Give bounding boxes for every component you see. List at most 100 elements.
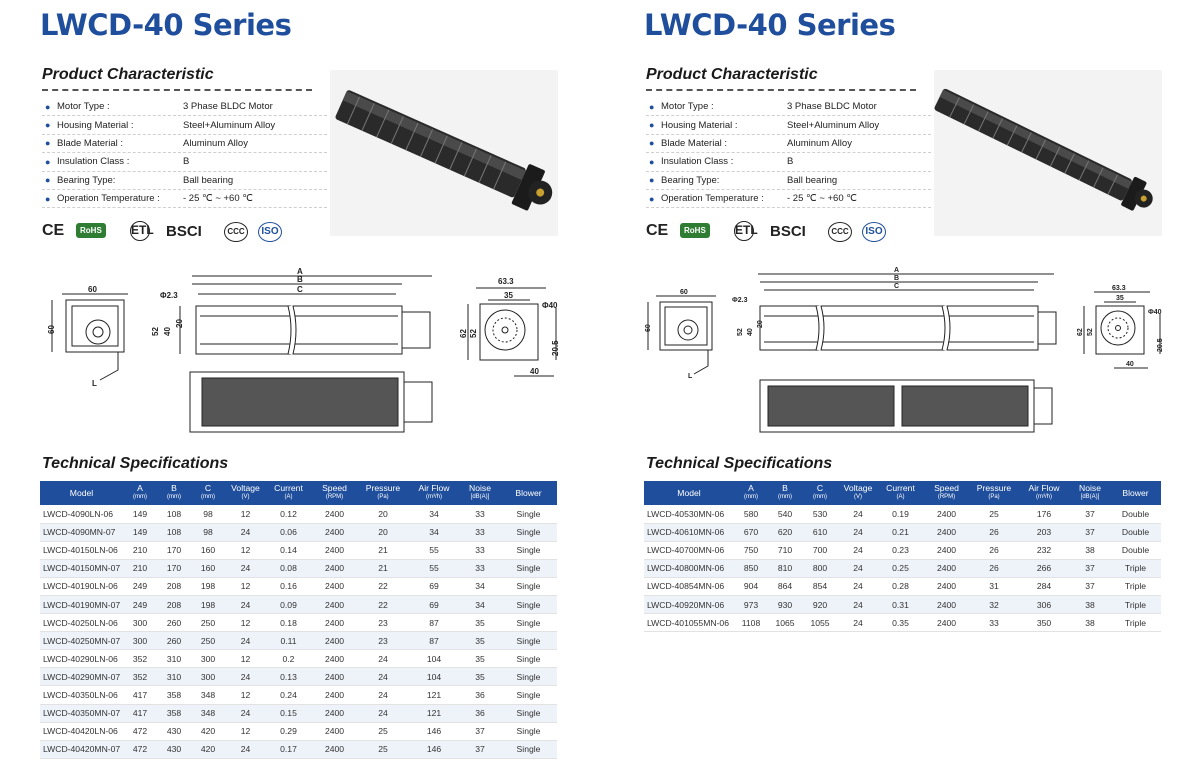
- column-header: Speed(RPM): [311, 481, 358, 505]
- table-cell: 0.19: [878, 505, 923, 524]
- table-cell: 208: [157, 577, 191, 596]
- dim-label: 52: [151, 327, 160, 336]
- table-cell: 260: [157, 631, 191, 651]
- column-header: Pressure(Pa): [970, 481, 1018, 505]
- dim-label: B: [297, 275, 303, 284]
- model-cell: LWCD-40290LN-06: [40, 649, 123, 669]
- char-key: Bearing Type:: [57, 174, 116, 186]
- table-cell: 25: [358, 722, 408, 741]
- table-cell: 420: [191, 740, 225, 759]
- dim-label: 63.3: [498, 277, 514, 286]
- table-cell: 26: [970, 523, 1018, 542]
- dim-label: C: [297, 285, 303, 294]
- table-cell: 610: [802, 523, 838, 542]
- technical-drawings: 60 60 L A B C Φ2.3 52 4: [604, 262, 1200, 442]
- column-header: C(mm): [191, 481, 225, 505]
- char-key: Blade Material :: [661, 137, 728, 149]
- table-cell: 35: [460, 631, 500, 651]
- column-header: Air Flow(m³/h): [408, 481, 460, 505]
- table-cell: 2400: [923, 505, 970, 524]
- table-cell: 800: [802, 559, 838, 578]
- table-cell: 580: [734, 505, 768, 524]
- table-cell: 0.23: [878, 541, 923, 560]
- table-cell: 24: [225, 559, 266, 578]
- table-cell: 35: [460, 649, 500, 669]
- model-cell: LWCD-40250MN-07: [40, 631, 123, 651]
- table-cell: 904: [734, 577, 768, 596]
- table-cell: 2400: [311, 505, 358, 524]
- char-value: Steel+Aluminum Alloy: [183, 119, 276, 131]
- heading-divider: [42, 89, 312, 91]
- table-cell: 24: [838, 559, 878, 578]
- table-cell: 24: [838, 595, 878, 615]
- table-cell: 210: [123, 541, 157, 560]
- model-cell: LWCD-40150MN-07: [40, 559, 123, 578]
- table-cell: Double: [1110, 541, 1161, 560]
- table-cell: 710: [768, 541, 802, 560]
- table-cell: Single: [500, 704, 557, 723]
- ce-mark-icon: CE: [42, 222, 65, 239]
- table-cell: 472: [123, 740, 157, 759]
- dim-label: Φ40: [542, 301, 558, 310]
- table-cell: 540: [768, 505, 802, 524]
- dim-label: Φ2.3: [732, 297, 748, 304]
- model-cell: LWCD-401055MN-06: [644, 613, 734, 633]
- table-cell: 170: [157, 541, 191, 560]
- table-cell: 310: [157, 649, 191, 669]
- table-cell: 2400: [311, 667, 358, 687]
- table-cell: 1065: [768, 613, 802, 633]
- table-cell: 430: [157, 740, 191, 759]
- table-cell: 24: [358, 667, 408, 687]
- table-cell: 2400: [311, 740, 358, 759]
- table-cell: 208: [157, 595, 191, 615]
- column-header-unit: (mm): [167, 494, 181, 500]
- table-cell: 21: [358, 541, 408, 560]
- table-cell: 33: [460, 505, 500, 524]
- table-cell: 920: [802, 595, 838, 615]
- end-view-drawing: 63.3 35 Φ40 62 52 20.5 40: [459, 277, 560, 377]
- table-cell: 24: [838, 541, 878, 560]
- char-value: Ball bearing: [787, 174, 838, 186]
- table-cell: 121: [408, 685, 460, 705]
- table-cell: 176: [1018, 505, 1070, 524]
- bullet-icon: ●: [649, 138, 655, 149]
- column-header-label: A: [137, 483, 143, 493]
- model-cell: LWCD-40530MN-06: [644, 505, 734, 524]
- column-header-label: Air Flow: [1028, 483, 1060, 493]
- char-value: Aluminum Alloy: [183, 137, 248, 149]
- table-cell: Single: [500, 523, 557, 542]
- table-cell: 146: [408, 722, 460, 741]
- table-cell: Single: [500, 631, 557, 651]
- table-cell: 0.21: [878, 523, 923, 542]
- table-cell: 0.25: [878, 559, 923, 578]
- bullet-icon: ●: [649, 175, 655, 186]
- table-cell: 198: [191, 577, 225, 596]
- table-cell: 864: [768, 577, 802, 596]
- table-cell: 55: [408, 541, 460, 560]
- column-header-label: Pressure: [976, 483, 1012, 493]
- dim-label: 62: [459, 329, 468, 338]
- table-cell: 33: [970, 613, 1018, 633]
- table-cell: Single: [500, 740, 557, 759]
- char-value: B: [183, 156, 190, 168]
- column-header-label: C: [816, 483, 824, 493]
- table-cell: 34: [408, 523, 460, 542]
- table-cell: 24: [225, 667, 266, 687]
- table-cell: Double: [1110, 523, 1161, 542]
- table-cell: 2400: [311, 685, 358, 705]
- table-cell: 36: [460, 704, 500, 723]
- dim-label: 60: [47, 325, 56, 334]
- table-cell: 2400: [923, 595, 970, 615]
- table-cell: 24: [225, 523, 266, 542]
- list-item: ●Bearing Type:Ball bearing: [42, 172, 327, 190]
- certifications-row: CE RoHS ETL BSCI CCC ISO: [42, 221, 322, 246]
- table-cell: 1108: [734, 613, 768, 633]
- table-cell: 973: [734, 595, 768, 615]
- table-cell: 37: [1070, 577, 1110, 596]
- column-header-label: A: [748, 483, 754, 493]
- column-header-unit: (RPM): [937, 494, 956, 500]
